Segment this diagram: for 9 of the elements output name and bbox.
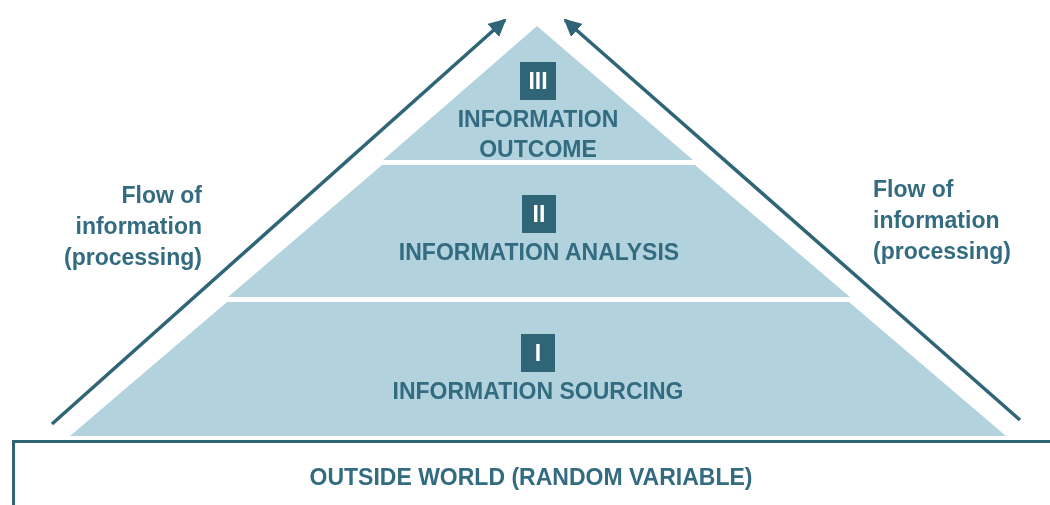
tier-title: INFORMATION SOURCING: [392, 377, 684, 406]
tier-number: I: [521, 334, 555, 372]
flow-label: Flow of information (processing): [62, 181, 202, 272]
tier-number: III: [520, 62, 556, 100]
tier-title: INFORMATION ANALYSIS: [398, 238, 680, 267]
tier-number: II: [522, 195, 556, 233]
flow-label: Flow of information (processing): [873, 175, 1013, 266]
tier-title: INFORMATION OUTCOME: [456, 105, 620, 164]
base-label: OUTSIDE WORLD (RANDOM VARIABLE): [309, 463, 753, 492]
